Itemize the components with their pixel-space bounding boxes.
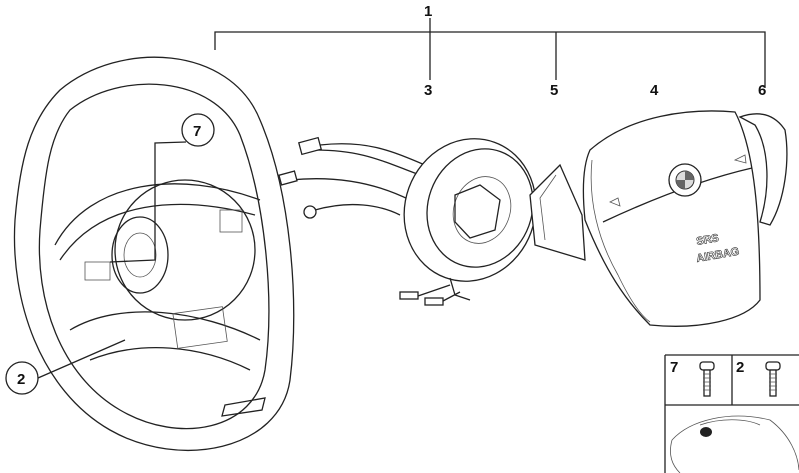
side-cover-6	[738, 113, 788, 226]
inset-label-7: 7	[670, 359, 678, 376]
callout-2: 2	[17, 371, 25, 388]
screw-7-icon	[699, 361, 715, 397]
callout-4: 4	[650, 82, 659, 99]
callout-3: 3	[424, 82, 432, 99]
side-cover-5	[529, 163, 586, 261]
screw-2-icon	[765, 361, 781, 397]
callout-bracket-1	[214, 18, 766, 88]
clock-spring	[278, 136, 537, 306]
callout-7: 7	[193, 123, 201, 140]
m-logo	[221, 397, 266, 417]
car-location-icon	[670, 415, 799, 473]
srs-label: SRS	[695, 232, 719, 248]
steering-wheel	[13, 56, 295, 451]
callout-5: 5	[550, 82, 558, 99]
inset-label-2: 2	[736, 359, 744, 376]
inset-panel: 7 2	[664, 354, 799, 473]
callout-6: 6	[758, 82, 766, 99]
callout-1: 1	[424, 3, 432, 20]
airbag-module: SRS AIRBAG	[582, 110, 761, 327]
